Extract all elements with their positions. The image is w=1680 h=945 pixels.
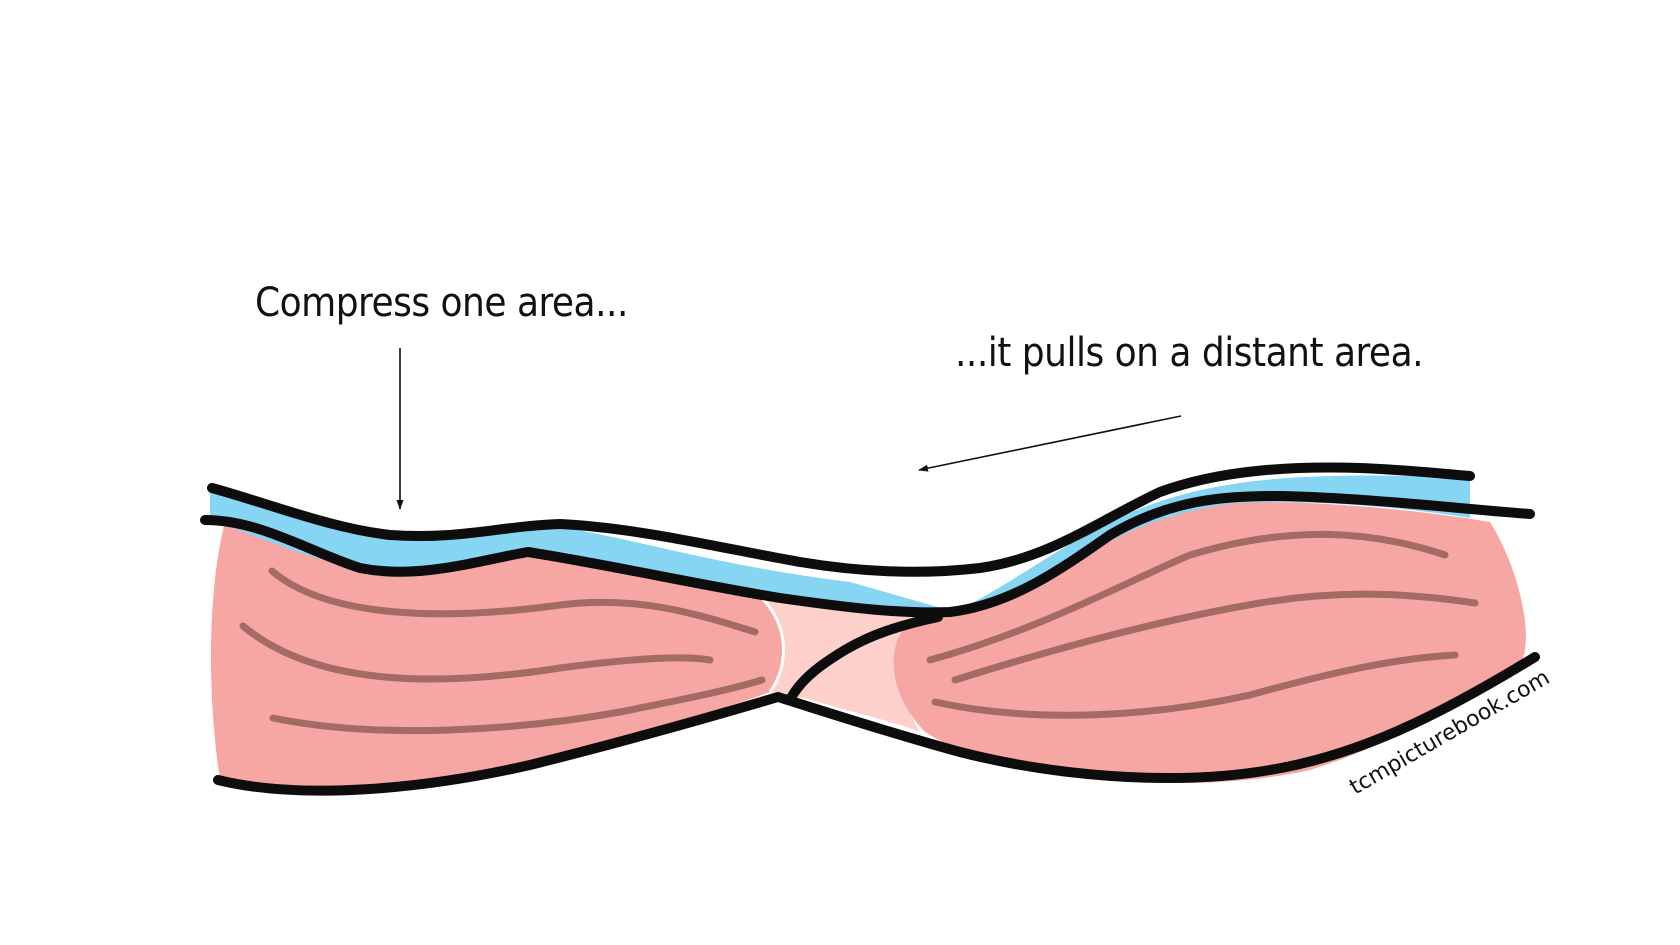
muscle-bottom-outline	[213, 652, 1540, 796]
right-muscle-fibers	[926, 530, 1479, 719]
muscle-fiber-line	[268, 567, 759, 636]
pull-arrow	[918, 415, 1182, 472]
outlines	[200, 462, 1540, 796]
pull-label: ...it pulls on a distant area.	[955, 330, 1423, 376]
tendon-crossing-outline	[785, 612, 943, 705]
left-muscle-belly	[210, 522, 785, 791]
annotation-arrows	[396, 348, 1182, 510]
muscle-fiber-line	[931, 651, 1459, 719]
fascia-bottom-outline	[200, 491, 1535, 618]
left-muscle-fibers	[239, 567, 766, 735]
muscle-fiber-line	[239, 622, 714, 683]
left-muscle	[210, 522, 785, 791]
compress-label: Compress one area...	[255, 280, 628, 326]
muscle-fiber-line	[951, 590, 1479, 684]
muscle-fiber-line	[269, 676, 766, 735]
tendon-edge-left	[754, 590, 785, 693]
fascia-top-outline	[207, 462, 1475, 577]
muscle-fiber-line	[926, 530, 1449, 664]
